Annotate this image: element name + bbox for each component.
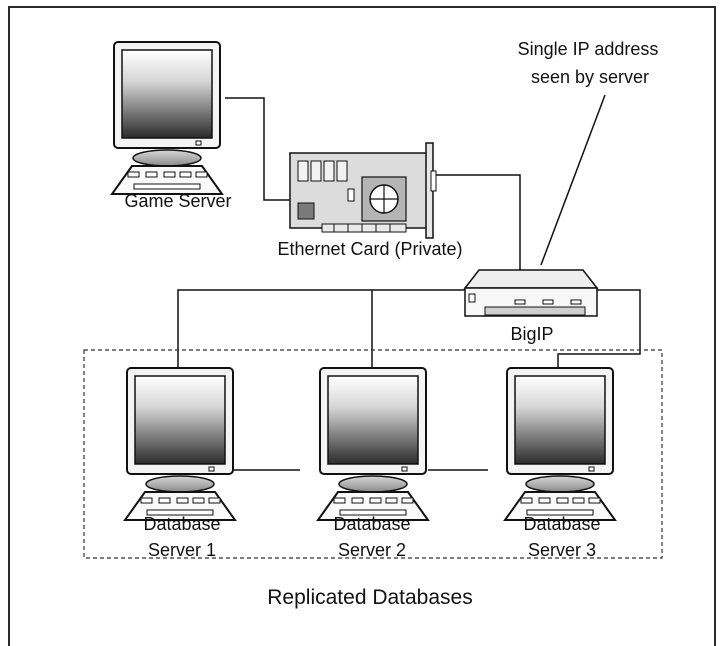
db2-label-line-1: Database <box>333 514 410 534</box>
connector-game-to-card <box>225 97 292 201</box>
game-server-label: Game Server <box>124 191 231 211</box>
connector-bus-db1 <box>177 289 467 370</box>
game-server-computer-icon <box>111 41 223 195</box>
database-server-3-computer-icon <box>504 367 616 521</box>
annotation-pointer <box>540 94 606 266</box>
db2-label-line-2: Server 2 <box>338 540 406 560</box>
diagram-frame <box>8 6 716 646</box>
bigip-label: BigIP <box>510 324 553 344</box>
db1-label-line-1: Database <box>143 514 220 534</box>
annotation-line-2: seen by server <box>531 67 649 87</box>
connector-bigip-db3 <box>557 289 641 370</box>
annotation-line-1: Single IP address <box>518 39 659 59</box>
connections <box>177 94 641 471</box>
database-server-2-computer-icon <box>317 367 429 521</box>
db3-label-line-1: Database <box>523 514 600 534</box>
replicated-databases-label: Replicated Databases <box>267 586 472 609</box>
replicated-databases-group <box>83 349 663 559</box>
connector-card-to-bigip <box>436 174 521 272</box>
database-server-1-computer-icon <box>124 367 236 521</box>
db1-label-line-2: Server 1 <box>148 540 216 560</box>
ethernet-card-label: Ethernet Card (Private) <box>277 239 462 259</box>
bigip-device-icon <box>463 269 599 317</box>
ethernet-card-icon <box>289 142 437 239</box>
db3-label-line-2: Server 3 <box>528 540 596 560</box>
network-diagram: Single IP address seen by server Game Se… <box>83 39 663 609</box>
